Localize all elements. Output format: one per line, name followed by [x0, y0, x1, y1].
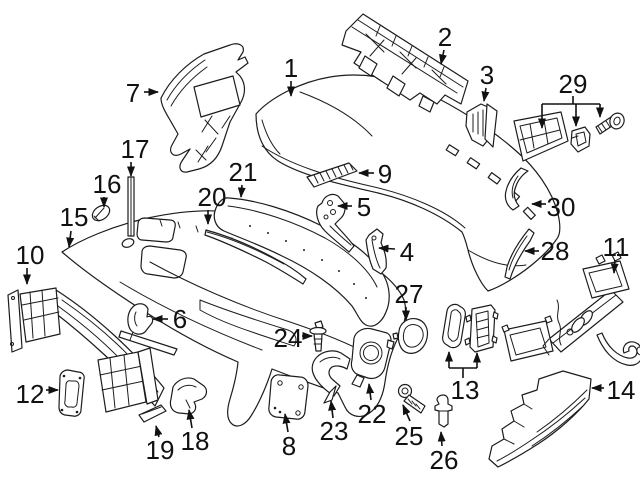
part-13-seal-frame [442, 303, 466, 349]
part-2-energy-absorber [341, 13, 469, 113]
callout-label-22: 22 [358, 399, 387, 429]
part-7-side-bracket [160, 43, 249, 173]
callout-label-10: 10 [16, 240, 45, 270]
callout-label-24: 24 [274, 323, 303, 353]
callout-label-7: 7 [126, 78, 140, 108]
callout-label-11: 11 [603, 232, 630, 262]
part-30-corner-trim [504, 167, 529, 211]
callout-4-arrow [378, 244, 396, 253]
callout-label-12: 12 [16, 379, 45, 409]
callout-label-3: 3 [480, 60, 494, 90]
part-28-corner-trim-lower [504, 228, 535, 280]
part-14-lower-absorber [488, 370, 592, 468]
part-24-push-rivet [309, 320, 327, 352]
part-25-bolt [397, 383, 426, 414]
callout-label-19: 19 [146, 435, 175, 465]
part-11-trailer-hitch [501, 251, 640, 366]
part-4-side-bracket [365, 228, 387, 275]
callout-label-17: 17 [121, 134, 150, 164]
parts-artwork [7, 13, 640, 468]
part-3-corner-bracket [465, 103, 498, 148]
callout-2-arrow [439, 49, 447, 65]
callout-8-arrow [282, 413, 291, 433]
part-17-pin-rod [127, 176, 135, 237]
callout-15-arrow [66, 230, 75, 248]
callout-23-arrow [328, 400, 337, 419]
callout-label-4: 4 [400, 237, 414, 267]
callout-25-arrow [402, 404, 411, 422]
part-26-stud-clip [434, 394, 453, 428]
part-16-retainer-clip [91, 204, 111, 222]
callout-label-15: 15 [60, 202, 89, 232]
callout-label-21: 21 [229, 157, 258, 187]
part-13-mount-bracket [464, 304, 499, 353]
part-29-clip [570, 126, 591, 153]
part-18-splash-bracket [169, 377, 208, 415]
callout-label-16: 16 [93, 169, 122, 199]
callout-19-arrow [154, 425, 163, 438]
part-23-hook-bracket [311, 350, 351, 404]
callout-label-2: 2 [438, 22, 452, 52]
callout-label-23: 23 [320, 416, 349, 446]
callout-label-8: 8 [282, 431, 296, 461]
callout-label-18: 18 [181, 426, 210, 456]
callout-label-26: 26 [430, 445, 459, 475]
part-8-mounting-plate [268, 374, 309, 420]
part-29-screw [595, 112, 625, 135]
callout-11-arrow [610, 259, 619, 274]
callout-label-27: 27 [395, 279, 424, 309]
part-9-step-pad [306, 162, 358, 188]
callout-label-30: 30 [547, 192, 576, 222]
callout-21-arrow [237, 184, 246, 198]
part-10-reinforcement-bar [7, 287, 165, 413]
callout-18-arrow [186, 409, 195, 429]
callout-label-5: 5 [357, 192, 371, 222]
part-19-pad-strip [138, 404, 167, 423]
callout-label-6: 6 [173, 304, 187, 334]
callout-label-9: 9 [378, 159, 392, 189]
part-6-clamp-bracket [118, 303, 178, 356]
callout-label-29: 29 [559, 69, 588, 99]
part-29-license-bracket [513, 111, 569, 162]
callout-label-1: 1 [284, 53, 298, 83]
callout-label-14: 14 [607, 375, 636, 405]
callout-label-25: 25 [395, 421, 424, 451]
part-20-trim-strip [204, 229, 307, 285]
part-22-exhaust-bracket [350, 327, 395, 388]
callout-3-arrow [481, 87, 490, 102]
callout-label-28: 28 [541, 236, 570, 266]
callout-label-13: 13 [451, 375, 480, 405]
callout-26-arrow [437, 431, 446, 447]
callout-label-20: 20 [198, 182, 227, 212]
callout-22-arrow [366, 383, 375, 401]
part-12-spacer-plate [58, 369, 85, 417]
